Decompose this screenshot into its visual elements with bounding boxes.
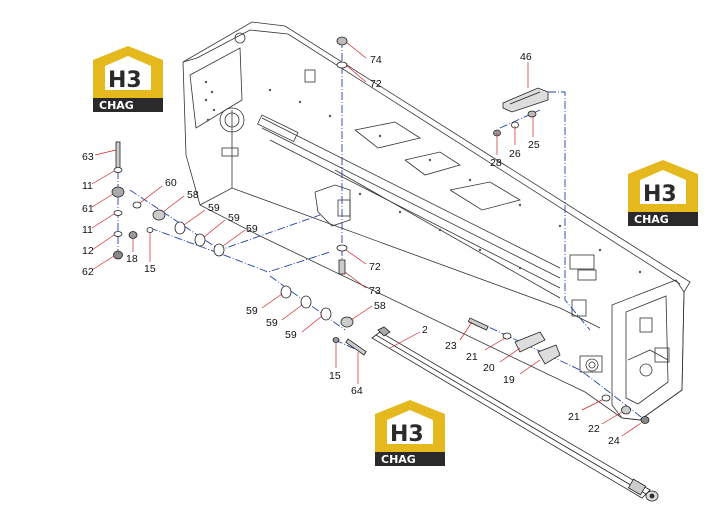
label-59-c: 59 bbox=[246, 223, 258, 235]
label-59-b: 59 bbox=[228, 212, 240, 224]
label-28: 28 bbox=[490, 157, 502, 169]
callout-labels: 74 72 46 63 11 61 11 12 62 60 58 59 59 5… bbox=[82, 51, 620, 447]
label-20: 20 bbox=[483, 362, 495, 374]
label-21-upper: 21 bbox=[466, 351, 478, 363]
label-24: 24 bbox=[608, 435, 620, 447]
hydraulic-cylinder bbox=[371, 326, 659, 502]
label-46: 46 bbox=[520, 51, 532, 63]
svg-text:CHAG: CHAG bbox=[634, 213, 669, 226]
label-59-a: 59 bbox=[208, 202, 220, 214]
label-72-top: 72 bbox=[370, 78, 382, 90]
label-59-e: 59 bbox=[266, 317, 278, 329]
brand-logo-topleft: H3 CHAG bbox=[93, 46, 163, 112]
svg-text:CHAG: CHAG bbox=[381, 453, 416, 466]
label-11-upper: 11 bbox=[82, 180, 93, 192]
label-2: 2 bbox=[422, 324, 428, 336]
callout-leaders bbox=[91, 41, 642, 437]
label-22: 22 bbox=[588, 423, 600, 435]
label-63: 63 bbox=[82, 151, 94, 163]
label-25: 25 bbox=[528, 139, 540, 151]
frame-hole-pattern bbox=[204, 80, 642, 274]
label-58-lower: 58 bbox=[374, 300, 386, 312]
label-72-lower: 72 bbox=[369, 261, 381, 273]
label-73: 73 bbox=[369, 285, 381, 297]
assembly-centerlines bbox=[117, 40, 646, 421]
label-26: 26 bbox=[509, 148, 521, 160]
label-74: 74 bbox=[370, 54, 382, 66]
label-19: 19 bbox=[503, 374, 515, 386]
label-60: 60 bbox=[165, 177, 177, 189]
label-18: 18 bbox=[126, 253, 138, 265]
label-59-f: 59 bbox=[285, 329, 297, 341]
svg-text:H3: H3 bbox=[643, 182, 677, 207]
label-64: 64 bbox=[351, 385, 363, 397]
label-59-d: 59 bbox=[246, 305, 258, 317]
brand-logo-right: H3 CHAG bbox=[628, 160, 698, 226]
boom-frame bbox=[182, 21, 691, 421]
label-15-lower: 15 bbox=[329, 370, 341, 382]
label-62: 62 bbox=[82, 266, 94, 278]
label-12: 12 bbox=[82, 245, 94, 257]
label-15-upper: 15 bbox=[144, 263, 156, 275]
brand-logo-bottom: H3 CHAG bbox=[375, 400, 445, 466]
svg-text:H3: H3 bbox=[390, 422, 424, 447]
label-21-lower: 21 bbox=[568, 411, 580, 423]
label-58-upper: 58 bbox=[187, 189, 199, 201]
label-11-lower: 11 bbox=[82, 224, 93, 236]
label-61: 61 bbox=[82, 203, 94, 215]
svg-text:CHAG: CHAG bbox=[99, 99, 134, 112]
label-23: 23 bbox=[445, 340, 457, 352]
svg-text:H3: H3 bbox=[108, 68, 142, 93]
